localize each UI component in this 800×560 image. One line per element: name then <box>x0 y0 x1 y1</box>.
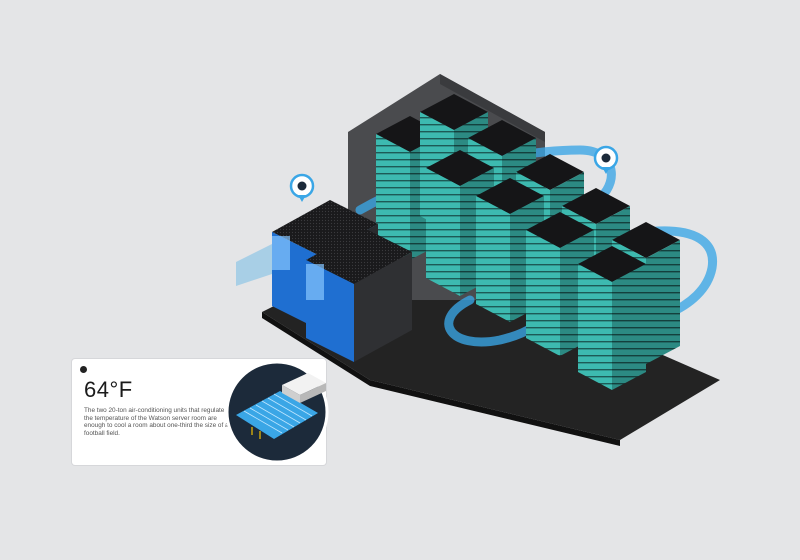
location-pin-icon[interactable] <box>289 173 315 202</box>
info-card: 64°F The two 20-ton air-conditioning uni… <box>72 359 329 465</box>
back-wall-side <box>440 74 545 142</box>
floor-edge <box>262 312 620 446</box>
temperature-value: 64°F <box>84 377 133 402</box>
ac-unit <box>306 228 412 362</box>
server-racks <box>376 94 680 390</box>
server-rack <box>578 246 646 390</box>
temperature-description: The two 20-ton air-conditioning units th… <box>84 407 229 437</box>
cold-air-outflow <box>236 244 272 286</box>
football-field-icon <box>225 360 329 464</box>
ac-units <box>236 200 412 362</box>
location-pin-icon[interactable] <box>593 145 619 174</box>
dot-icon <box>80 366 87 373</box>
